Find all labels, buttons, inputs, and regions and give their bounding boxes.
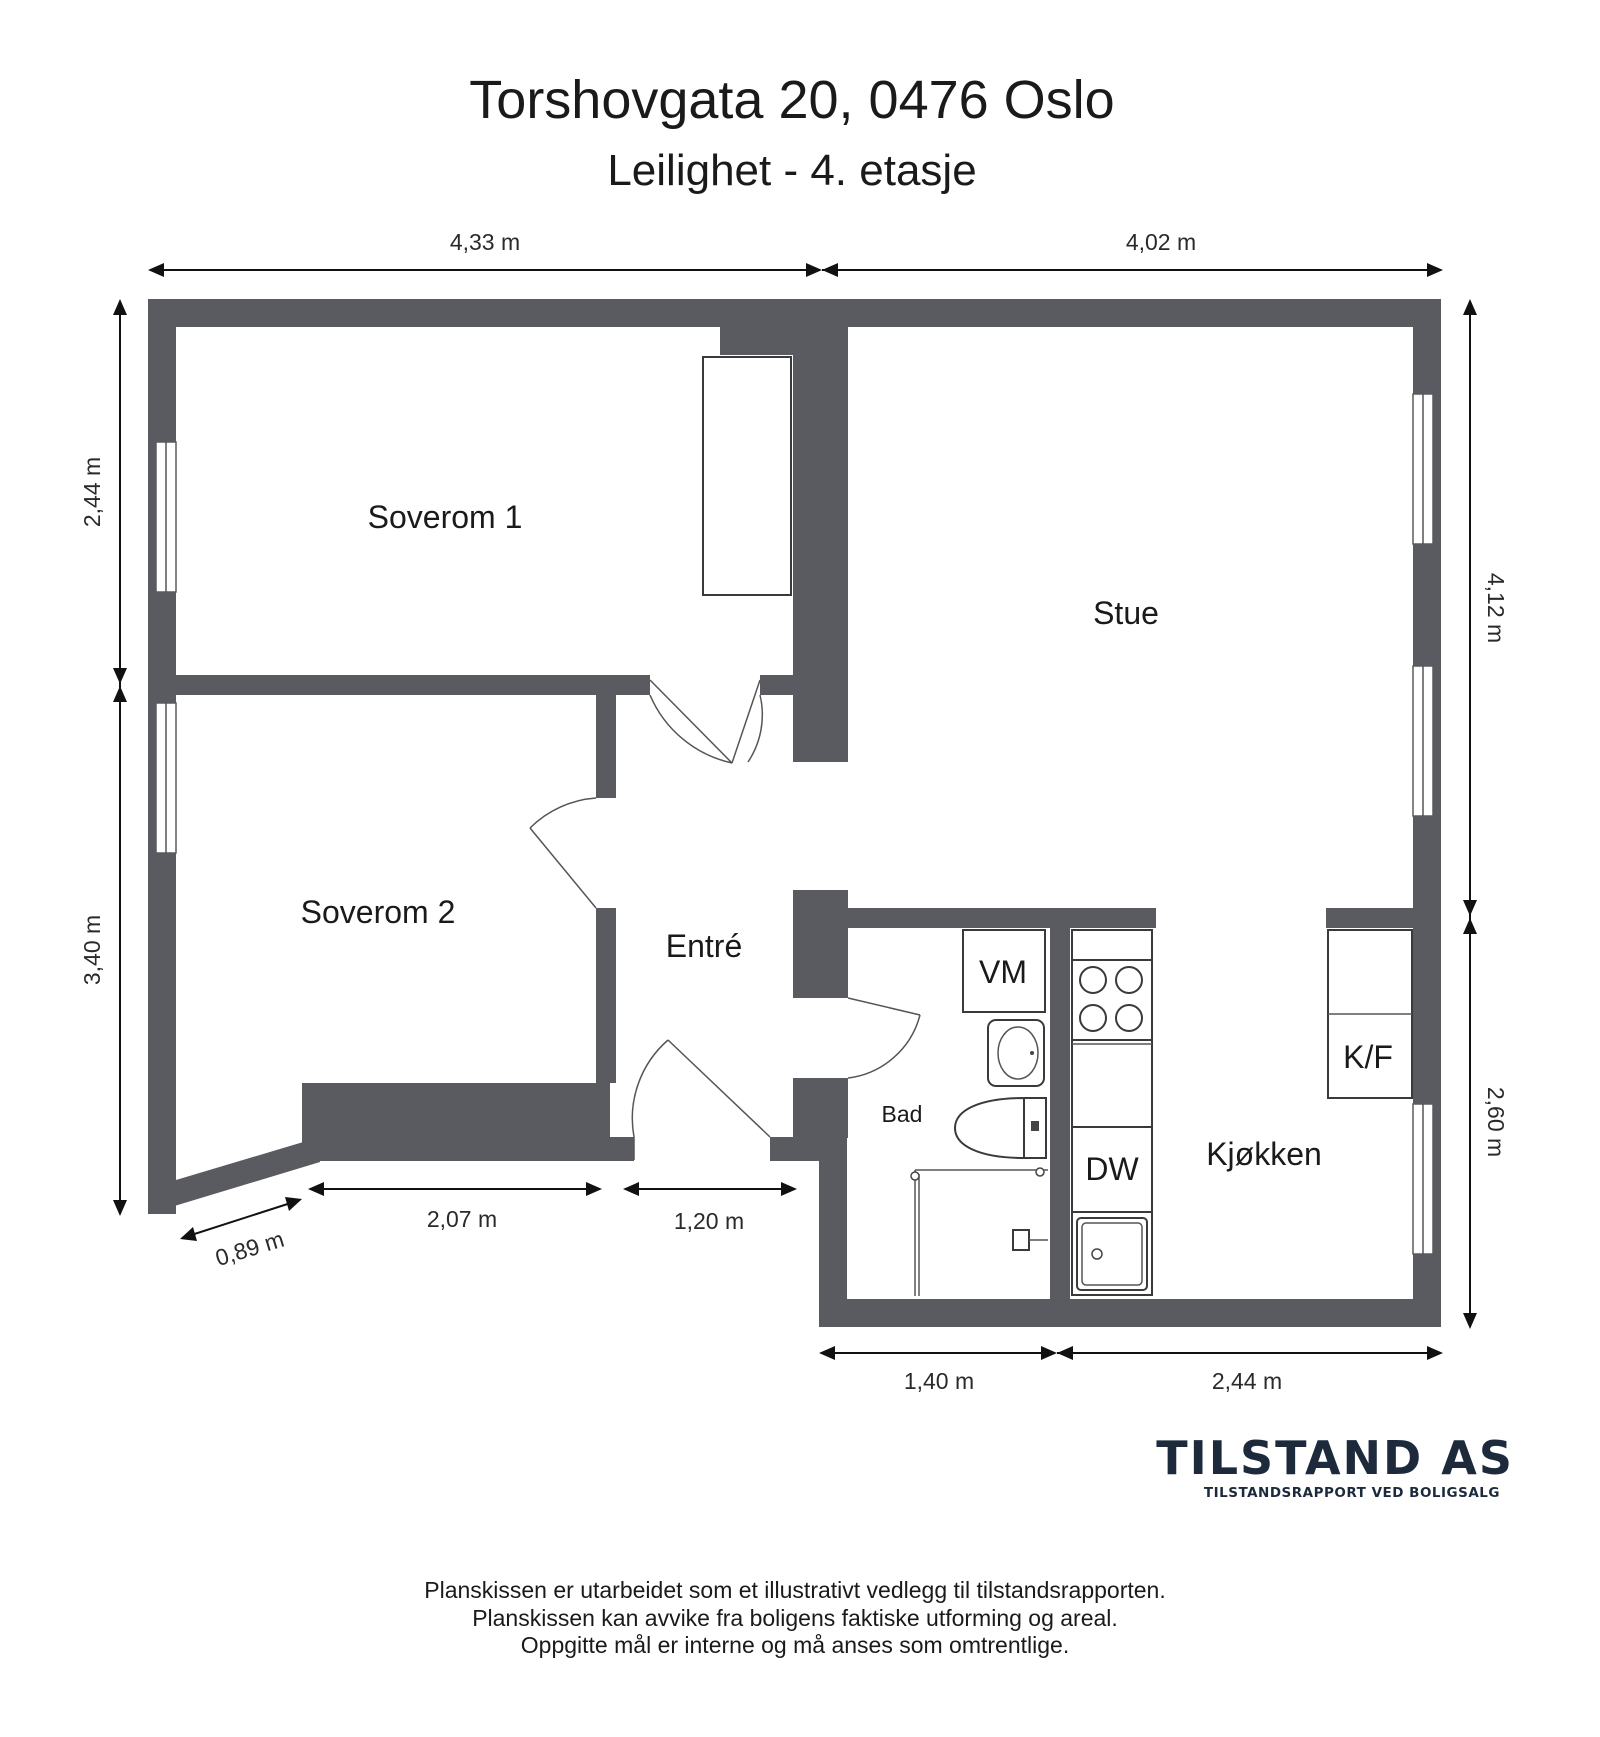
- room-soverom-2: Soverom 2: [301, 894, 456, 930]
- company-logo: TILSTAND AS: [1156, 1431, 1514, 1485]
- kitchen-sink: [1076, 1217, 1148, 1291]
- dim-right-lower: 2,60 m: [1483, 1087, 1509, 1157]
- dim-bottom-a: 2,07 m: [427, 1206, 497, 1232]
- dimension-lines: [113, 263, 1477, 1360]
- dim-right-upper: 4,12 m: [1483, 573, 1509, 643]
- dim-bottom-d: 2,44 m: [1212, 1368, 1282, 1394]
- dishwasher: [1071, 1126, 1153, 1213]
- page-subtitle: Leilighet - 4. etasje: [607, 146, 976, 195]
- room-soverom-1: Soverom 1: [368, 499, 523, 535]
- dim-left-upper: 2,44 m: [79, 457, 105, 527]
- room-bad: Bad: [882, 1101, 923, 1127]
- dim-bottom-diagonal: 0,89 m: [212, 1226, 287, 1271]
- walls: [148, 299, 1441, 1327]
- wardrobe: [702, 356, 792, 596]
- dim-bottom-c: 1,40 m: [904, 1368, 974, 1394]
- room-entre: Entré: [666, 928, 742, 964]
- dim-left-lower: 3,40 m: [79, 915, 105, 985]
- dim-bottom-b: 1,20 m: [674, 1208, 744, 1234]
- disclaimer-line-3: Oppgitte mål er interne og må anses som …: [521, 1632, 1069, 1658]
- windows: [155, 393, 1434, 1255]
- disclaimer-line-1: Planskissen er utarbeidet som et illustr…: [424, 1577, 1165, 1603]
- toilet-bowl: [953, 1096, 1025, 1160]
- fixtures: [702, 356, 1413, 1296]
- bath-sink: [987, 1019, 1045, 1087]
- dim-top-right: 4,02 m: [1126, 229, 1196, 255]
- washing-machine: [962, 929, 1046, 1013]
- label-dw: DW: [1085, 1151, 1139, 1187]
- room-stue: Stue: [1093, 595, 1159, 631]
- label-kf: K/F: [1343, 1039, 1393, 1075]
- dim-top-left: 4,33 m: [450, 229, 520, 255]
- page-title: Torshovgata 20, 0476 Oslo: [469, 70, 1114, 130]
- label-vm: VM: [979, 954, 1027, 990]
- disclaimer-line-2: Planskissen kan avvike fra boligens fakt…: [472, 1605, 1118, 1631]
- company-tagline: TILSTANDSRAPPORT VED BOLIGSALG: [1204, 1485, 1500, 1501]
- room-kjokken: Kjøkken: [1206, 1136, 1322, 1172]
- shower-drain: [1012, 1229, 1030, 1251]
- doors: [529, 679, 921, 1160]
